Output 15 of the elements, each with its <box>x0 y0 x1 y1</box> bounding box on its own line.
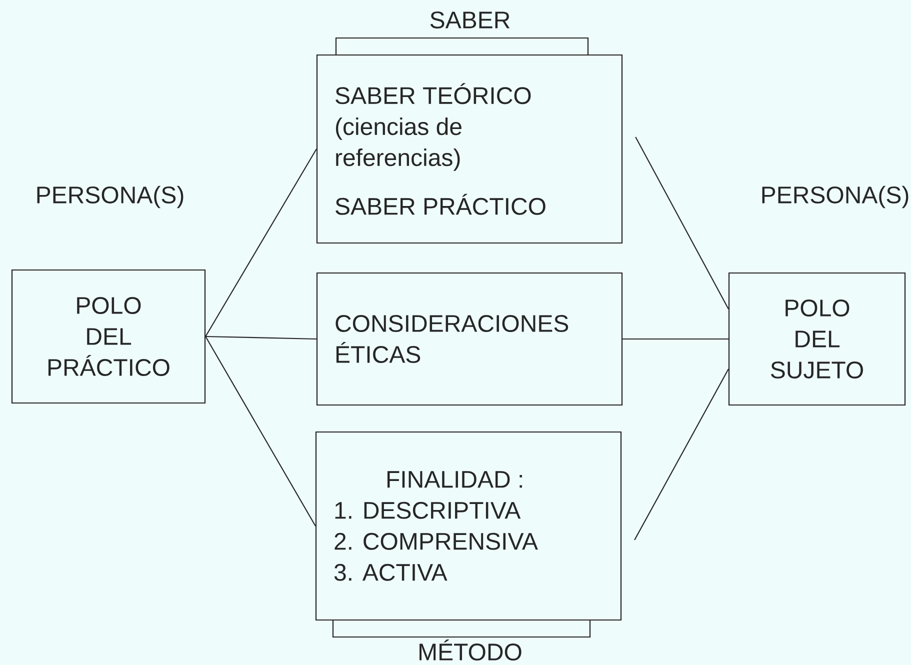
text-box: FINALIDAD : 1. DESCRIPTIVA 2. COMPRENSIVA 3. ACTIVA <box>315 431 622 621</box>
text-box: POLO DEL SUJETO <box>728 272 906 406</box>
connector-line <box>206 336 316 340</box>
heading-label: MÉTODO <box>420 639 522 661</box>
connector-line <box>635 136 729 310</box>
heading-label: PERSONA(S) <box>762 186 908 208</box>
text-box: POLO DEL PRÁCTICO <box>11 269 206 404</box>
heading-label: PERSONA(S) <box>37 186 184 208</box>
text-box: SABER TEÓRICO (ciencias de referencias) SABER PRÁCTICO <box>316 54 623 244</box>
connector-line <box>634 368 729 540</box>
connector-line <box>205 148 317 337</box>
text-box: CONSIDERACIONES ÉTICAS <box>316 272 623 406</box>
connector-line <box>205 336 316 526</box>
connector-line <box>622 338 728 340</box>
heading-label: SABER <box>430 12 510 28</box>
